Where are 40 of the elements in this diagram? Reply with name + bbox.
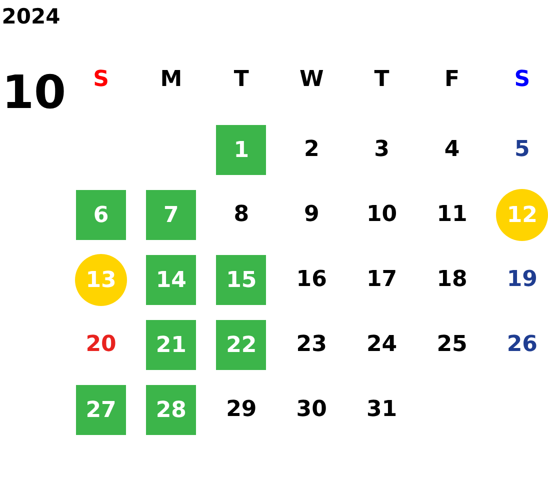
day-number: 19	[506, 269, 538, 291]
circled-day: 13	[75, 254, 127, 306]
day-number: 20	[86, 334, 116, 356]
day-number: 3	[374, 139, 390, 161]
highlighted-day: 21	[146, 320, 196, 370]
month-number: 10	[2, 69, 66, 115]
day-number: 5	[514, 139, 530, 161]
year-label: 2024	[2, 6, 60, 28]
day-number: 31	[366, 399, 398, 421]
day-number: 25	[436, 334, 468, 356]
weekday-label: S	[93, 69, 109, 91]
highlighted-day: 6	[76, 190, 126, 240]
day-number: 17	[366, 269, 398, 291]
highlighted-day: 7	[146, 190, 196, 240]
highlighted-day: 1	[216, 125, 266, 175]
highlighted-day: 27	[76, 385, 126, 435]
highlighted-day: 14	[146, 255, 196, 305]
highlighted-day: 22	[216, 320, 266, 370]
highlighted-day: 15	[216, 255, 266, 305]
weekday-label: T	[234, 69, 249, 91]
day-number: 24	[366, 334, 398, 356]
day-number: 18	[436, 269, 468, 291]
day-number: 30	[296, 399, 327, 421]
weekday-label: F	[444, 69, 460, 91]
weekday-label: S	[514, 69, 530, 91]
day-number: 29	[226, 399, 257, 421]
day-number: 26	[506, 334, 538, 356]
highlighted-day: 28	[146, 385, 196, 435]
day-number: 10	[366, 204, 398, 226]
weekday-label: M	[160, 69, 182, 91]
day-number: 9	[304, 204, 320, 226]
day-number: 11	[436, 204, 468, 226]
weekday-label: T	[374, 69, 390, 91]
day-number: 16	[296, 269, 327, 291]
weekday-label: W	[299, 69, 324, 91]
circled-day: 12	[496, 189, 548, 241]
day-number: 23	[296, 334, 327, 356]
day-number: 4	[444, 139, 460, 161]
day-number: 8	[234, 204, 250, 226]
day-number: 2	[304, 139, 320, 161]
